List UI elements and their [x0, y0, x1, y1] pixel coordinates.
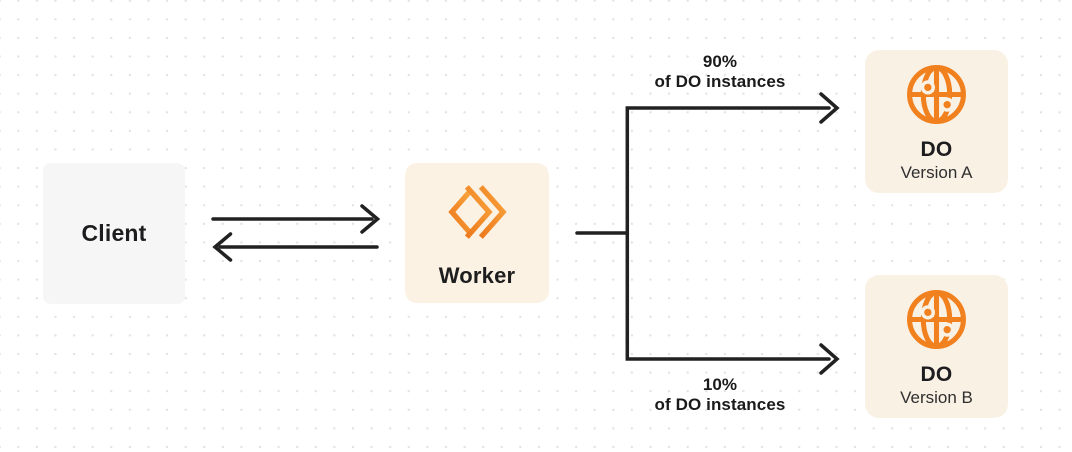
- do-b-title: DO: [920, 363, 953, 386]
- arrowhead-left: [212, 232, 233, 262]
- do-b-subtitle: Version B: [900, 388, 973, 407]
- branch-b-caption: of DO instances: [654, 395, 786, 414]
- arrowhead-do-a: [819, 92, 840, 124]
- branch-b-percent: 10%: [702, 375, 738, 394]
- do-version-b-node: DO Version B: [865, 275, 1008, 418]
- branch-to-do-a: [575, 106, 831, 235]
- arrowhead-right: [360, 204, 381, 234]
- branch-b-label: 10% of DO instances: [610, 375, 830, 415]
- client-node: Client: [43, 163, 185, 304]
- globe-icon: [904, 287, 969, 352]
- arrowhead-do-b: [819, 343, 840, 375]
- branch-a-label: 90% of DO instances: [610, 52, 830, 92]
- workers-logo-icon: [446, 183, 508, 241]
- client-label: Client: [81, 220, 147, 246]
- do-version-a-node: DO Version A: [865, 50, 1008, 193]
- do-a-title: DO: [920, 138, 953, 161]
- branch-a-caption: of DO instances: [654, 72, 786, 91]
- branch-to-do-b: [625, 231, 831, 361]
- worker-label: Worker: [438, 263, 516, 288]
- globe-icon: [904, 62, 969, 127]
- do-a-subtitle: Version A: [900, 163, 973, 182]
- branch-a-percent: 90%: [702, 52, 738, 71]
- worker-node: Worker: [405, 163, 549, 303]
